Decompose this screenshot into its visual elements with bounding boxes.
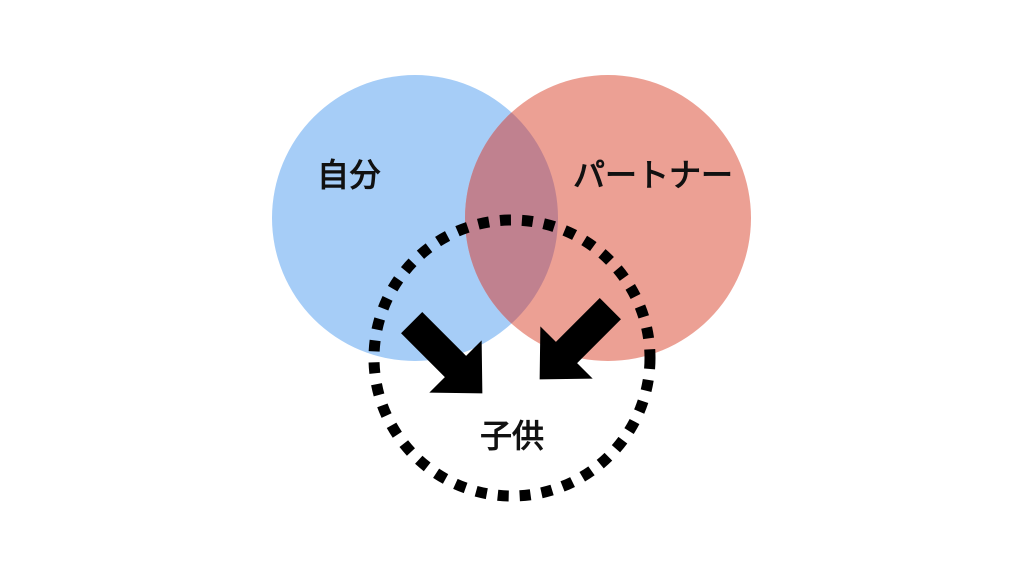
overlap-region [465,75,558,361]
arrow-from-self-icon [401,312,483,394]
partner-label: パートナー [573,156,733,194]
self-label: 自分 [317,156,381,194]
child-circle [368,214,656,502]
arrow-from-partner-icon [539,298,621,380]
child-label: 子供 [480,417,544,455]
